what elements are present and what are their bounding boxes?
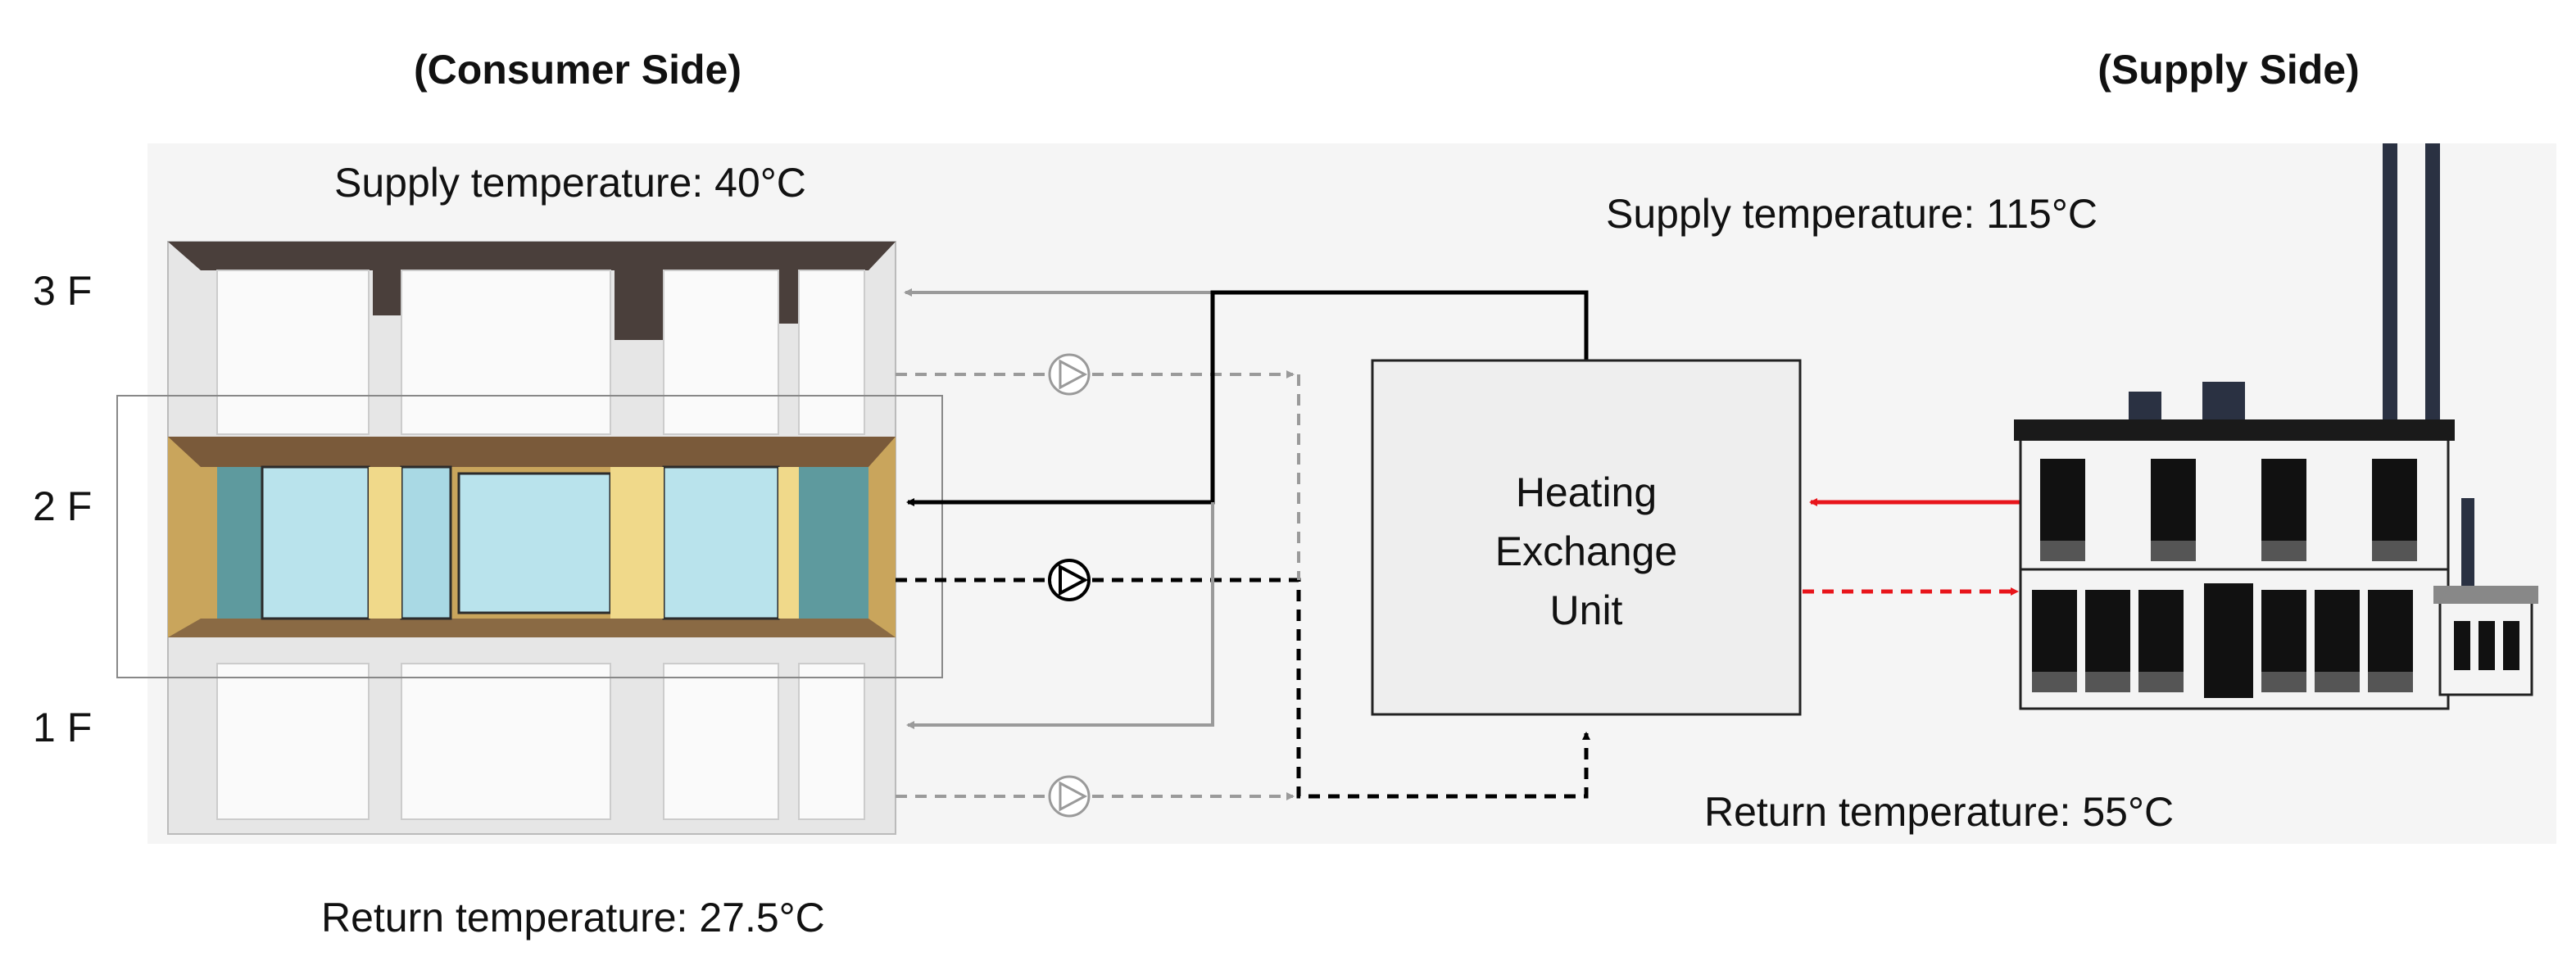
supply-side-return-temperature: Return temperature: 55°C xyxy=(1704,789,2174,835)
supply-side-heading: (Supply Side) xyxy=(2098,47,2359,93)
pump-icon xyxy=(1048,559,1091,601)
exchanger-label-line-3: Unit xyxy=(1550,587,1623,633)
heating-exchange-unit xyxy=(1371,359,1802,716)
supply-side-supply-temperature: Supply temperature: 115°C xyxy=(1606,191,2098,237)
consumer-side-heading: (Consumer Side) xyxy=(414,47,742,93)
supply-line-2f xyxy=(906,290,1589,506)
building-icon xyxy=(116,241,943,835)
factory-icon xyxy=(2014,143,2538,710)
floor-label-2f: 2 F xyxy=(33,483,92,529)
pump-icon xyxy=(1048,775,1091,818)
exchanger-label-line-2: Exchange xyxy=(1495,528,1677,574)
consumer-supply-temperature: Supply temperature: 40°C xyxy=(334,160,806,206)
exchanger-label-line-1: Heating xyxy=(1516,469,1657,515)
floor-label-3f: 3 F xyxy=(33,268,92,314)
supply-line-1f xyxy=(906,502,1214,729)
return-line-2f xyxy=(896,578,1590,799)
floor-label-1f: 1 F xyxy=(33,705,92,750)
consumer-return-temperature: Return temperature: 27.5°C xyxy=(321,895,825,941)
pump-icon xyxy=(1048,353,1091,396)
floor-2f-highlight xyxy=(116,395,943,678)
